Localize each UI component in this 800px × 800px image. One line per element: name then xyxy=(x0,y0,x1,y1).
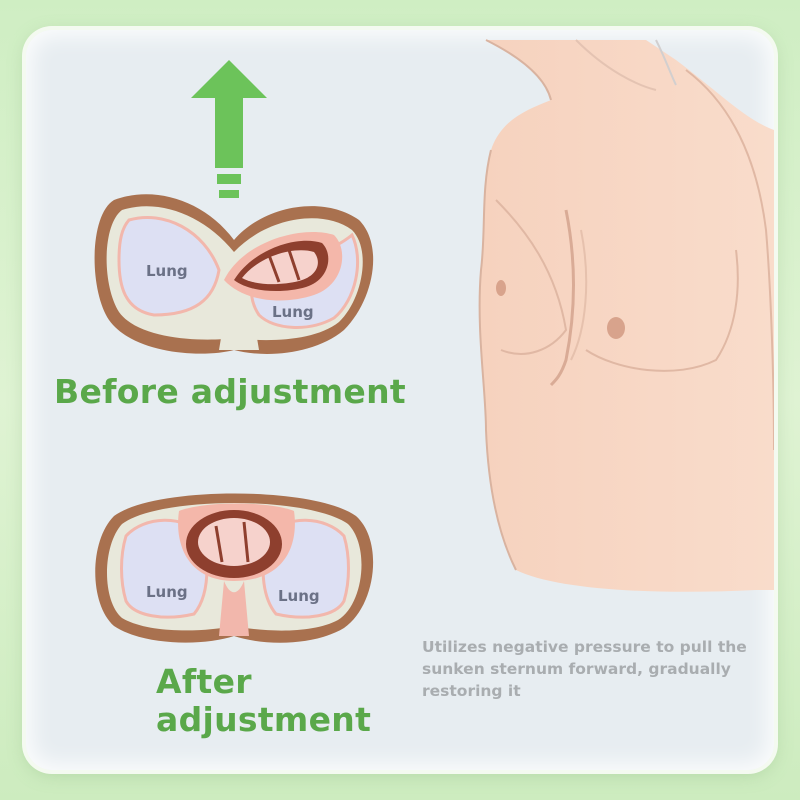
after-heading-line2: adjustment xyxy=(156,700,372,739)
content-panel: Lung Lung Before adjustment Lung Lung Af… xyxy=(26,30,774,770)
lung-label-right: Lung xyxy=(272,303,314,321)
after-heading-line1: After xyxy=(156,662,252,701)
before-cross-section-diagram xyxy=(94,194,374,354)
lung-label-left: Lung xyxy=(146,583,188,601)
lung-label-right: Lung xyxy=(278,587,320,605)
after-cross-section-diagram xyxy=(95,493,374,643)
up-arrow-icon xyxy=(191,60,267,198)
lung-label-left: Lung xyxy=(146,262,188,280)
torso-illustration xyxy=(478,39,774,592)
before-heading: Before adjustment xyxy=(54,372,406,411)
description-caption: Utilizes negative pressure to pull the s… xyxy=(422,638,747,700)
